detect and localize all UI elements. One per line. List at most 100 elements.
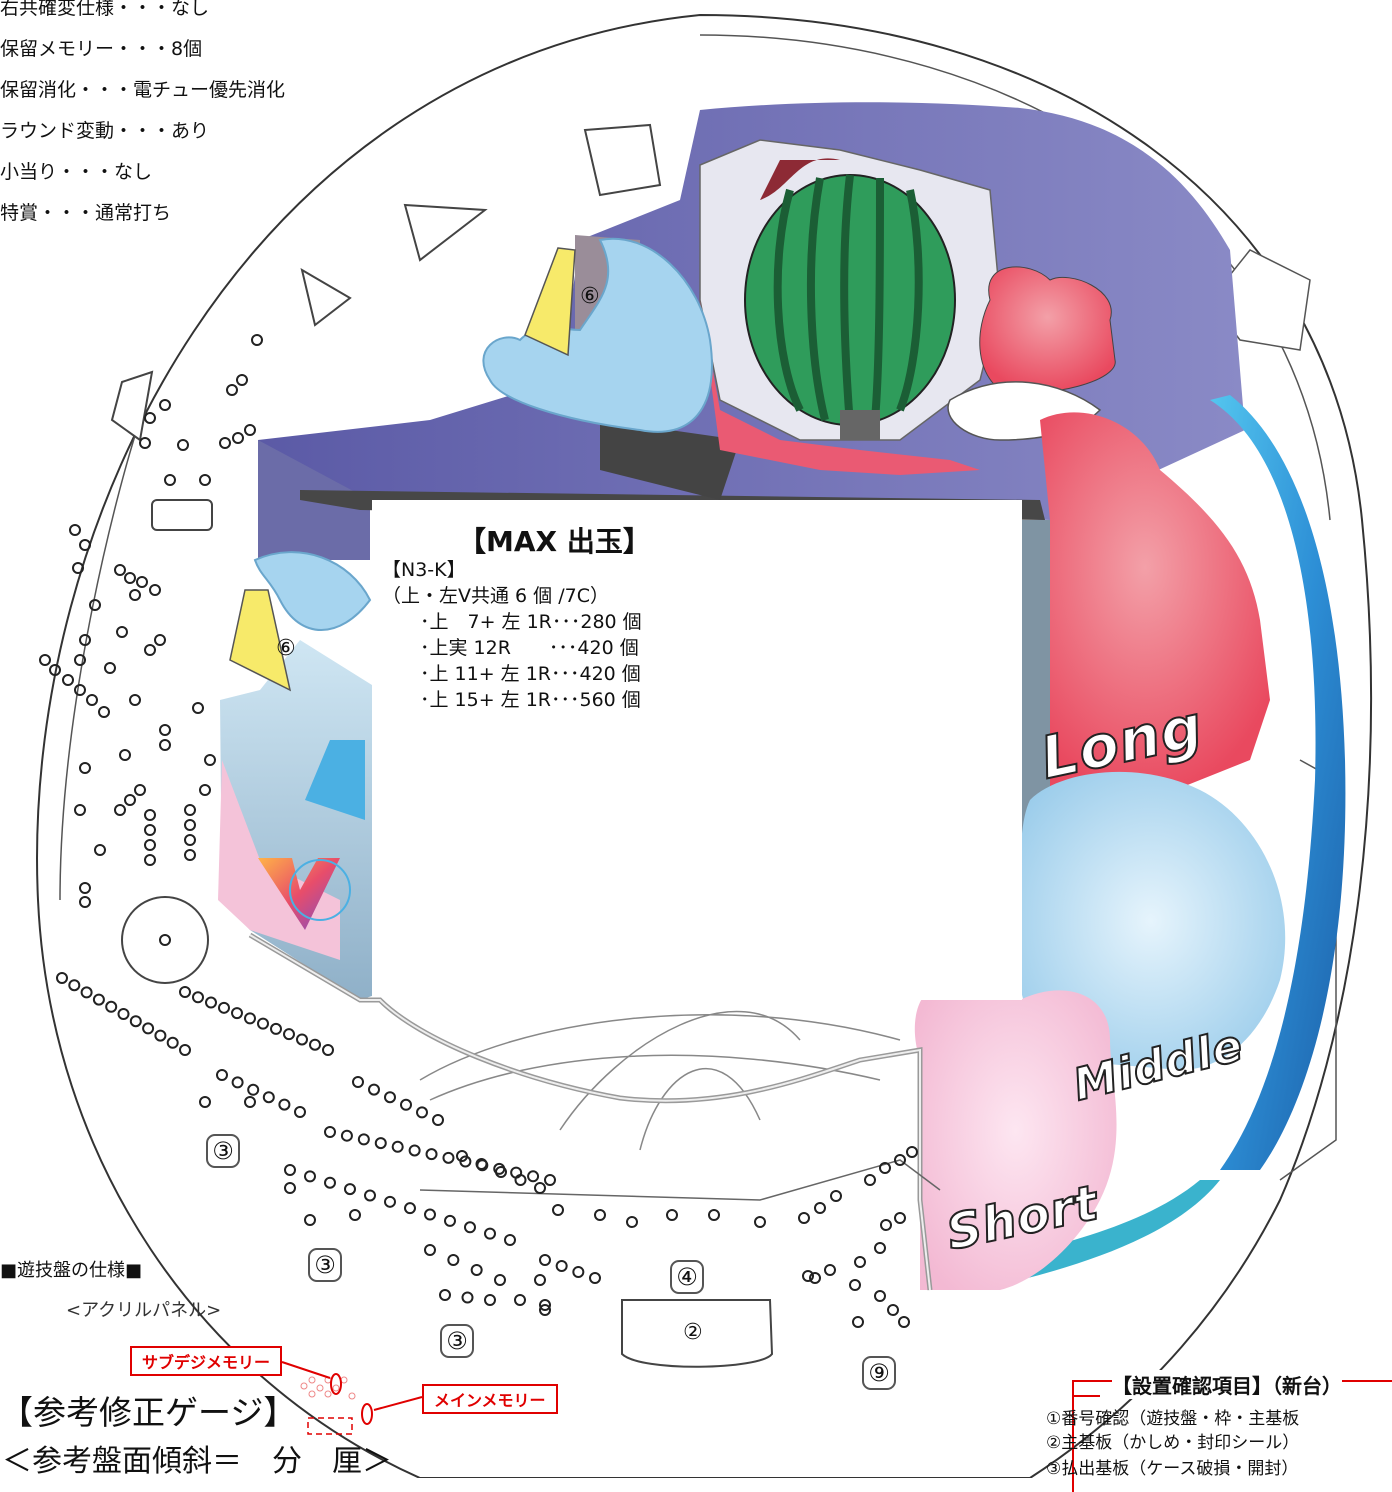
nail-pin xyxy=(798,1212,810,1224)
model-name: 【N3-K】 xyxy=(382,559,466,581)
nail-pin xyxy=(539,1304,551,1316)
nail-pin xyxy=(666,1209,678,1221)
nail-pin xyxy=(86,694,98,706)
nail-pin xyxy=(179,986,191,998)
nail-pin xyxy=(552,1204,564,1216)
nail-pin xyxy=(74,804,86,816)
nail-pin xyxy=(142,1022,155,1035)
nail-pin xyxy=(232,432,244,444)
nail-pin xyxy=(344,1183,356,1196)
nail-pin xyxy=(432,1114,444,1126)
nail-pin xyxy=(444,1214,456,1227)
nail-pin xyxy=(824,1264,836,1276)
nail-pin xyxy=(74,654,86,666)
nail-pin xyxy=(49,664,61,676)
nail-pin xyxy=(364,1189,376,1202)
nail-pin xyxy=(39,654,51,666)
nail-pin xyxy=(139,437,151,449)
nail-pin xyxy=(154,634,166,646)
nail-pin xyxy=(159,724,171,736)
nail-pin xyxy=(205,996,217,1009)
nail-pin xyxy=(144,644,156,656)
nail-pin xyxy=(309,1038,321,1051)
nail-pin xyxy=(400,1098,412,1111)
nail-pin xyxy=(80,986,93,999)
nail-pin xyxy=(236,374,248,386)
nail-pin xyxy=(384,1195,396,1208)
check-item: ③払出基板（ケース破損・開封） xyxy=(1046,1459,1299,1479)
nail-pin xyxy=(887,1304,899,1316)
nail-pin xyxy=(898,1316,910,1328)
nail-pin xyxy=(79,896,91,908)
memory-indicator xyxy=(300,1376,356,1400)
nail-pin xyxy=(129,1015,142,1028)
nail-pin xyxy=(216,1069,228,1081)
nail-pin xyxy=(368,1083,380,1096)
nail-pin xyxy=(572,1266,585,1278)
nail-pin xyxy=(124,794,136,806)
spec-item: 保留メモリー・・・8個 xyxy=(0,38,203,60)
nail-pin xyxy=(809,1272,821,1284)
nail-pin xyxy=(231,1007,243,1020)
nail-pin xyxy=(166,1036,179,1049)
nail-pin xyxy=(144,809,156,821)
nail-pin xyxy=(144,412,156,424)
nail-pin xyxy=(218,1001,230,1014)
nail-pin xyxy=(340,1129,353,1142)
nail-pin xyxy=(416,1106,428,1119)
nail-pin xyxy=(504,1234,516,1246)
nail-pin xyxy=(494,1274,506,1286)
nail-pin xyxy=(626,1216,638,1228)
nail-pin xyxy=(424,1244,436,1256)
nail-pin xyxy=(894,1212,906,1224)
nail-pin xyxy=(527,1170,540,1183)
output-line: ･上 15+ 左 1R･･･560 個 xyxy=(420,689,641,711)
sub-memory-label: サブデジメモリー xyxy=(130,1346,283,1376)
nail-pin xyxy=(408,1144,421,1157)
nail-pin xyxy=(116,626,128,638)
spec-item: 保留消化・・・電チュー優先消化 xyxy=(0,79,286,101)
nail-pin xyxy=(226,384,238,396)
nail-pin xyxy=(534,1182,546,1194)
nail-pin xyxy=(257,1017,269,1030)
nail-pin xyxy=(374,1137,387,1150)
nail-pin xyxy=(94,844,106,856)
nail-pin xyxy=(68,979,81,992)
nail-pin xyxy=(484,1294,496,1306)
nail-pin xyxy=(906,1146,918,1158)
nail-pin xyxy=(89,599,101,611)
nail-pin xyxy=(555,1260,568,1272)
nail-pins xyxy=(39,334,918,1328)
spec-item: 右共確変仕様・・・なし xyxy=(0,0,210,19)
nail-pin xyxy=(495,1166,507,1178)
nail-pin xyxy=(284,1164,296,1176)
nail-pin xyxy=(117,1008,130,1020)
nail-pin xyxy=(304,1170,316,1183)
nail-pin xyxy=(304,1214,316,1226)
nail-pin xyxy=(114,804,126,816)
nail-pin xyxy=(247,1083,260,1096)
nail-pin xyxy=(514,1294,526,1306)
nail-pin xyxy=(114,564,126,576)
nail-pin xyxy=(104,662,116,674)
pink-bear-ornament xyxy=(914,971,1117,1290)
mark-six-top: ⑥ xyxy=(580,284,600,309)
nail-pin xyxy=(425,1148,438,1161)
nail-pin xyxy=(854,1256,866,1268)
nail-pin xyxy=(244,424,256,436)
nail-pin xyxy=(352,1076,364,1088)
nail-pin xyxy=(199,474,211,486)
installation-check-box: 【設置確認項目】（新台） ①番号確認（遊技盤・枠・主基板 ②主基板（かしめ・封印… xyxy=(1046,1370,1392,1492)
nail-pin xyxy=(184,804,196,816)
nail-pin xyxy=(129,589,141,601)
nail-pin xyxy=(72,562,84,574)
nail-pin xyxy=(62,674,74,686)
spec-item: ラウンド変動・・・あり xyxy=(0,120,210,142)
right-red-ornament xyxy=(1020,412,1270,800)
nail-pin xyxy=(322,1044,334,1056)
nail-pin xyxy=(149,584,161,596)
nail-pin xyxy=(852,1316,864,1328)
nail-pin xyxy=(880,1219,892,1231)
nail-pin xyxy=(244,1012,256,1025)
nail-pin xyxy=(894,1154,906,1166)
